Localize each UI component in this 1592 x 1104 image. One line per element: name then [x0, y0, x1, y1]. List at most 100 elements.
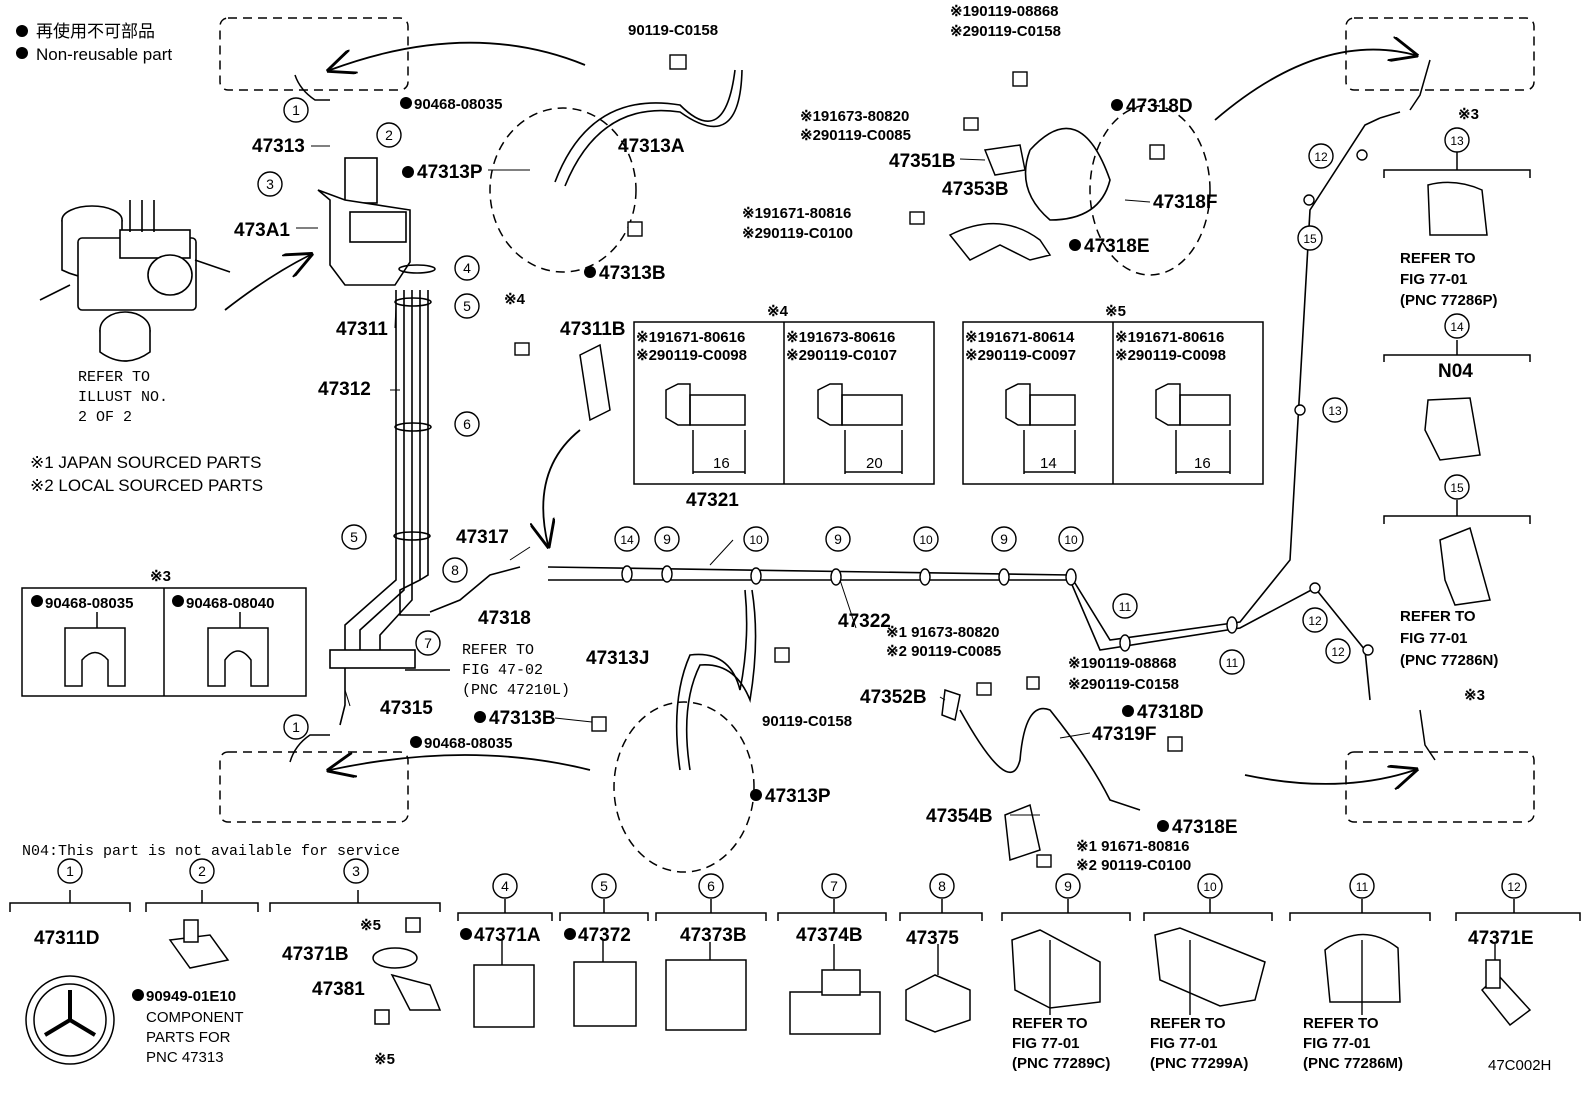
callout-number-three: 3: [266, 176, 274, 192]
nonreusable-dot-icon: [132, 989, 144, 1001]
callout-circle-eight: [442, 557, 468, 583]
bolt-note-mid1-1: ※1 91673-80820: [886, 624, 1000, 641]
callout-circle-two: [189, 858, 215, 884]
callout-number-two: 2: [385, 127, 393, 143]
callout-circle-ten: [913, 526, 939, 552]
nonreusable-dot-icon: [16, 25, 28, 37]
label-90119-c0158-top: 90119-C0158: [628, 22, 718, 39]
callout-number-five: 5: [600, 878, 608, 894]
callout-circle-twelve: [1325, 638, 1351, 664]
refer15-3: (PNC 77286N): [1400, 652, 1498, 669]
callout-circle-seven: [821, 873, 847, 899]
label-90119-c0158-mid: 90119-C0158: [762, 713, 852, 730]
callout-number-eleven: 11: [1356, 880, 1369, 894]
label-47311: 47311: [336, 319, 388, 340]
label-47317: 47317: [456, 527, 509, 548]
refer-illust-1: REFER TO: [78, 369, 150, 386]
nonreusable-dot-icon: [584, 266, 596, 278]
line-clamps: [621, 149, 1374, 656]
callout-number-ten: 10: [1064, 533, 1078, 547]
box5-left-l2: ※290119-C0097: [965, 347, 1076, 364]
leader-lines: [296, 145, 1151, 816]
callout-circle-thirteen: [1444, 127, 1470, 153]
label-47318f: 47318F: [1153, 192, 1217, 213]
bottom-8-part: 47375: [906, 928, 959, 949]
transfer-arrows: [224, 43, 1415, 784]
nonreusable-dot-icon: [750, 789, 762, 801]
callout-number-eleven: 11: [1119, 600, 1132, 614]
bolt-note-left2-2: ※290119-C0100: [742, 225, 853, 242]
bottom-3-part-b: 47381: [312, 979, 365, 1000]
box5-right-dim: 16: [1194, 455, 1211, 472]
callout-number-six: 6: [463, 416, 471, 432]
callout-circle-fifteen: [1297, 225, 1323, 251]
nonreusable-dot-icon: [1122, 705, 1134, 717]
callout-circle-nine: [825, 526, 851, 552]
label-47319f: 47319F: [1092, 724, 1156, 745]
bottom-2-note-3: PNC 47313: [146, 1049, 224, 1066]
label-47313: 47313: [252, 136, 305, 157]
refer15-1: REFER TO: [1400, 608, 1476, 625]
label-47313p-bot: 47313P: [765, 786, 831, 807]
nonreusable-dot-icon: [400, 97, 412, 109]
callout-circle-three: [343, 858, 369, 884]
label-47351b: 47351B: [889, 151, 956, 172]
legend-jp: 再使用不可部品: [36, 21, 155, 41]
refer-47-1: REFER TO: [462, 642, 534, 659]
label-47322: 47322: [838, 611, 891, 632]
box5-left-dim: 14: [1040, 455, 1057, 472]
label-90468-top: 90468-08035: [414, 96, 502, 113]
callout-circle-fourteen: [614, 526, 640, 552]
callout-number-fourteen: 14: [620, 533, 634, 547]
bottom-2-note-2: PARTS FOR: [146, 1029, 231, 1046]
label-47315: 47315: [380, 698, 433, 719]
callout-circle-eleven: [1112, 593, 1138, 619]
callout-number-eight: 8: [451, 562, 459, 578]
nonreusable-dot-icon: [402, 166, 414, 178]
box4-left-l2: ※290119-C0098: [636, 347, 747, 364]
callout-circle-one: [283, 97, 309, 123]
box5-right-l2: ※290119-C0098: [1115, 347, 1226, 364]
box4-right-l2: ※290119-C0107: [786, 347, 897, 364]
callout-circle-seven: [415, 630, 441, 656]
bolt-note-bot-2: ※2 90119-C0100: [1076, 857, 1191, 874]
box5-right-l1: ※191671-80616: [1115, 329, 1224, 346]
callout-number-fifteen: 15: [1450, 481, 1464, 495]
right-panel-brackets: [1383, 152, 1531, 606]
bottom-10-refer-2: FIG 77-01: [1150, 1035, 1218, 1052]
label-47313b-bot: 47313B: [489, 708, 556, 729]
callout-circle-three: [257, 171, 283, 197]
refer-illust-2: ILLUST NO.: [78, 389, 168, 406]
tube-bundle: [317, 157, 450, 726]
bottom-7-part: 47374B: [796, 925, 863, 946]
callout-number-seven: 7: [424, 635, 432, 651]
label-47318: 47318: [478, 608, 531, 629]
box4-right-dim: 20: [866, 455, 883, 472]
callout-number-thirteen: 13: [1328, 404, 1342, 418]
box5-title: ※5: [1105, 303, 1126, 320]
callout-circle-twelve: [1302, 607, 1328, 633]
box-3: [21, 587, 307, 697]
label-47313p-top: 47313P: [417, 162, 483, 183]
dashed-outlines: [219, 17, 1535, 873]
bottom-row-labels: 47311D 90949-01E10 COMPONENT PARTS FOR P…: [34, 917, 1551, 1074]
nonreusable-dot-icon: [1111, 99, 1123, 111]
bottom-10-refer-3: (PNC 77299A): [1150, 1055, 1248, 1072]
callout-number-four: 4: [463, 260, 471, 276]
callout-number-fourteen: 14: [1450, 320, 1464, 334]
bolt-note-mid1-2: ※2 90119-C0085: [886, 643, 1001, 660]
callout-number-five: 5: [350, 529, 358, 545]
bottom-11-refer-2: FIG 77-01: [1303, 1035, 1371, 1052]
label-47321: 47321: [686, 490, 739, 511]
nonreusable-dot-icon: [31, 595, 43, 607]
callout-circle-six: [698, 873, 724, 899]
bottom-11-refer-1: REFER TO: [1303, 1015, 1379, 1032]
bottom-11-refer-3: (PNC 77286M): [1303, 1055, 1403, 1072]
callout-number-fifteen: 15: [1303, 232, 1317, 246]
callout-circle-five: [591, 873, 617, 899]
label-47354b: 47354B: [926, 806, 993, 827]
box3-right: 90468-08040: [186, 595, 274, 612]
refer13-1: REFER TO: [1400, 250, 1476, 267]
